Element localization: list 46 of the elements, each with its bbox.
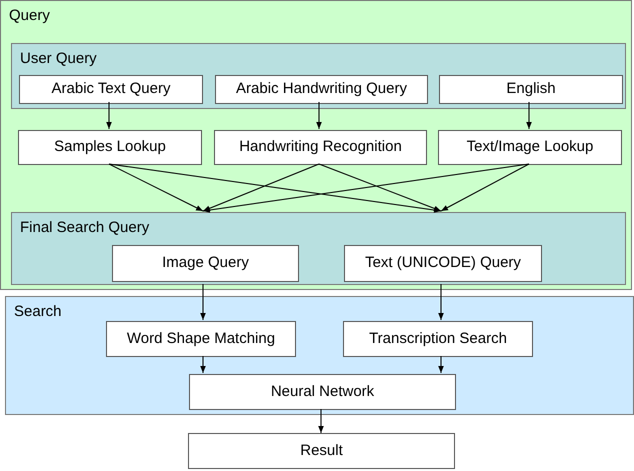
arrow xyxy=(200,356,206,374)
arrow xyxy=(106,102,112,130)
process-box xyxy=(19,75,203,104)
group-title: Search xyxy=(14,302,62,322)
process-box xyxy=(106,321,296,357)
arrow xyxy=(438,356,444,374)
process-box xyxy=(189,374,456,410)
arrow xyxy=(108,164,204,212)
box-label: Samples Lookup xyxy=(54,137,166,158)
box-label: Word Shape Matching xyxy=(126,328,276,349)
box-label: Neural Network xyxy=(270,382,374,402)
box-label: Arabic Handwriting Query xyxy=(236,79,407,100)
group-panel xyxy=(11,43,626,109)
process-box xyxy=(214,130,427,165)
arrow xyxy=(200,284,206,320)
process-box xyxy=(343,321,533,357)
group-title: Final Search Query xyxy=(20,218,150,238)
group-panel xyxy=(0,0,632,290)
process-box xyxy=(215,75,428,104)
group-panel xyxy=(5,296,634,415)
group-panel xyxy=(11,212,626,285)
arrow xyxy=(440,164,530,212)
group-title: User Query xyxy=(20,49,97,69)
arrow xyxy=(526,102,532,130)
arrow xyxy=(438,284,444,320)
arrow xyxy=(316,102,322,130)
process-box xyxy=(112,245,299,282)
box-label: Image Query xyxy=(162,253,249,274)
box-label: Result xyxy=(300,440,343,461)
process-box xyxy=(439,75,623,104)
process-box xyxy=(438,130,622,165)
arrow xyxy=(318,408,324,434)
box-label: English xyxy=(506,79,556,100)
group-title: Query xyxy=(9,6,50,26)
box-label: Text/Image Lookup xyxy=(466,137,594,158)
arrow xyxy=(202,164,530,213)
arrow xyxy=(108,164,442,213)
arrow xyxy=(318,164,442,212)
arrow xyxy=(202,164,320,212)
process-box xyxy=(18,130,202,165)
process-box xyxy=(188,433,455,469)
process-box xyxy=(344,245,542,282)
box-label: Text (UNICODE) Query xyxy=(365,253,521,274)
box-label: Handwriting Recognition xyxy=(239,137,402,158)
box-label: Arabic Text Query xyxy=(52,79,170,100)
box-label: Transcription Search xyxy=(369,328,507,349)
